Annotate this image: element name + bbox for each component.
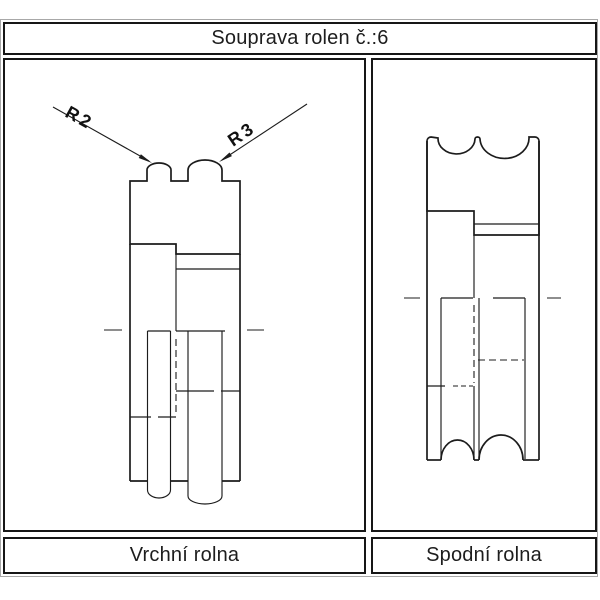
lower-roller-panel	[371, 58, 597, 532]
lower-roller-hatched-section	[426, 136, 540, 236]
upper-roller-panel: R2 R3	[3, 58, 366, 532]
r2-dimension-leader: R2	[52, 102, 152, 163]
upper-roller-hatched-section	[129, 159, 241, 255]
sheet-title: Souprava rolen č.:6	[211, 27, 389, 49]
lower-roller-inner-edges	[427, 235, 526, 459]
lower-roller-body	[426, 141, 540, 461]
lower-roller-caption-text: Spodní rolna	[426, 544, 542, 566]
upper-roller-inner-edges	[130, 244, 240, 505]
r3-label: R3	[224, 118, 259, 151]
title-cell: Souprava rolen č.:6	[3, 22, 597, 55]
lower-roller-drawing	[404, 136, 561, 461]
r3-dimension-leader: R3	[219, 103, 308, 162]
upper-roller-drawing: R2 R3	[52, 102, 308, 505]
lower-roller-caption: Spodní rolna	[371, 537, 597, 574]
upper-roller-caption-text: Vrchní rolna	[129, 544, 240, 566]
upper-roller-caption: Vrchní rolna	[3, 537, 366, 574]
lower-roller-hidden-lines	[453, 305, 524, 387]
upper-roller-body	[129, 244, 241, 482]
